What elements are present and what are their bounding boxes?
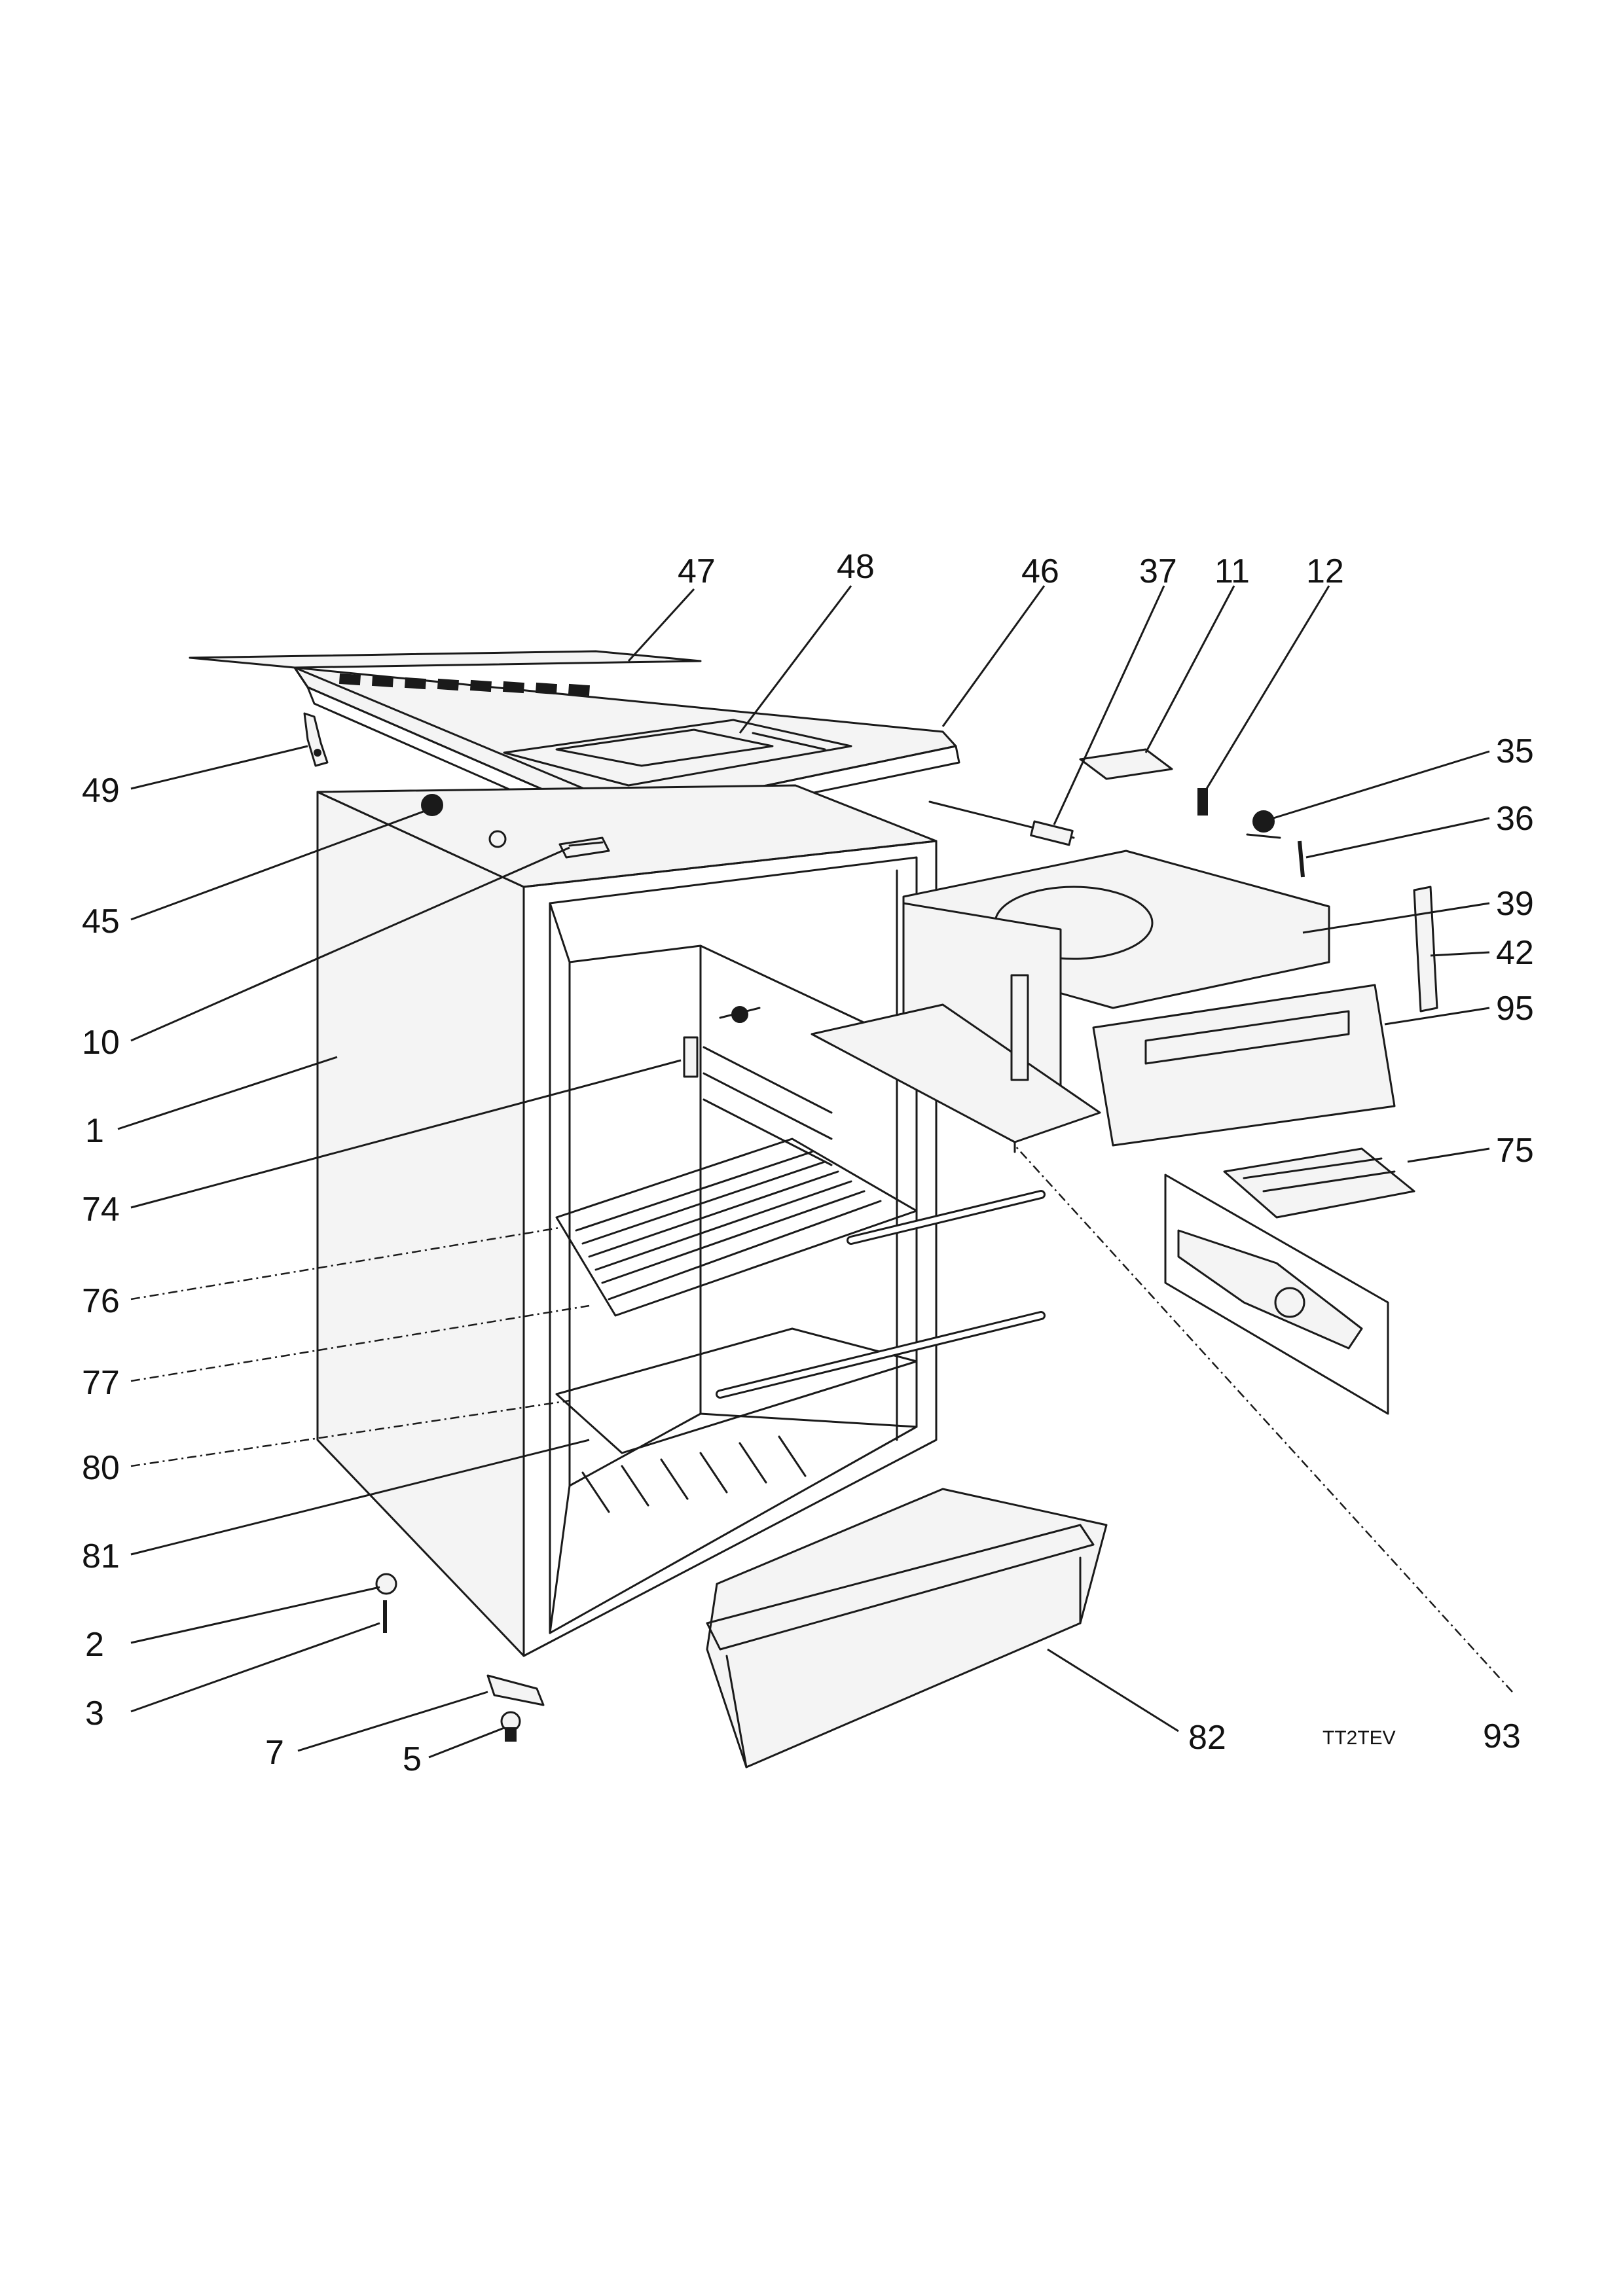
glass-shelf (555, 1311, 1046, 1454)
wire-shelf (555, 1138, 1046, 1317)
lamp-housing-inset (1164, 1174, 1389, 1415)
callout-74: 74 (82, 1191, 120, 1229)
upper-hinge (303, 712, 329, 767)
cabinet-body (316, 784, 938, 1657)
freezer-hinge (1079, 748, 1173, 780)
top-hinge-bracket (558, 836, 610, 859)
callout-36: 36 (1496, 800, 1534, 838)
drawing-code: TT2TEV (1322, 1727, 1396, 1749)
callout-81: 81 (82, 1537, 120, 1575)
bottom-ribs (581, 1435, 807, 1513)
callout-82: 82 (1188, 1719, 1226, 1757)
spring-pin (1298, 840, 1305, 878)
callout-35: 35 (1496, 732, 1534, 770)
freezer-compartment (811, 850, 1396, 1153)
freezer-handle (1413, 886, 1438, 1013)
leader-lines (117, 585, 1513, 1759)
callout-77: 77 (82, 1364, 120, 1402)
callout-2: 2 (85, 1626, 104, 1664)
callout-75: 75 (1496, 1132, 1534, 1170)
callout-49: 49 (82, 772, 120, 810)
foot-cap (375, 1573, 397, 1595)
callout-48: 48 (837, 548, 875, 586)
callout-47: 47 (678, 552, 716, 590)
capillary-sensor (928, 800, 1075, 846)
callout-10: 10 (82, 1024, 120, 1062)
callout-1: 1 (85, 1112, 104, 1150)
callout-7: 7 (265, 1734, 284, 1772)
hinge-pin (1197, 788, 1208, 816)
callout-5: 5 (403, 1740, 422, 1778)
worktop-inner-cover (503, 719, 852, 787)
evaporator-tubes (702, 1046, 833, 1166)
crisper-drawer (706, 1488, 1108, 1768)
callout-3: 3 (85, 1695, 104, 1732)
callout-42: 42 (1496, 934, 1534, 972)
callout-37: 37 (1139, 552, 1177, 590)
thermostat-knob (683, 1006, 761, 1078)
callout-76: 76 (82, 1282, 120, 1320)
callout-labels: 47 48 46 37 11 12 35 36 39 42 95 75 93 8… (82, 548, 1534, 1778)
callout-45: 45 (82, 903, 120, 941)
callout-11: 11 (1214, 552, 1250, 590)
callout-46: 46 (1021, 552, 1059, 590)
worktop-vent-slots (338, 673, 590, 696)
ice-tray (1223, 1147, 1415, 1219)
callout-93: 93 (1483, 1717, 1521, 1755)
callout-39: 39 (1496, 885, 1534, 923)
lower-hinge (486, 1674, 545, 1706)
callout-80: 80 (82, 1449, 120, 1487)
adjustable-foot (500, 1711, 521, 1742)
callout-95: 95 (1496, 990, 1534, 1028)
callout-12: 12 (1306, 552, 1344, 590)
bushing (1246, 810, 1281, 839)
